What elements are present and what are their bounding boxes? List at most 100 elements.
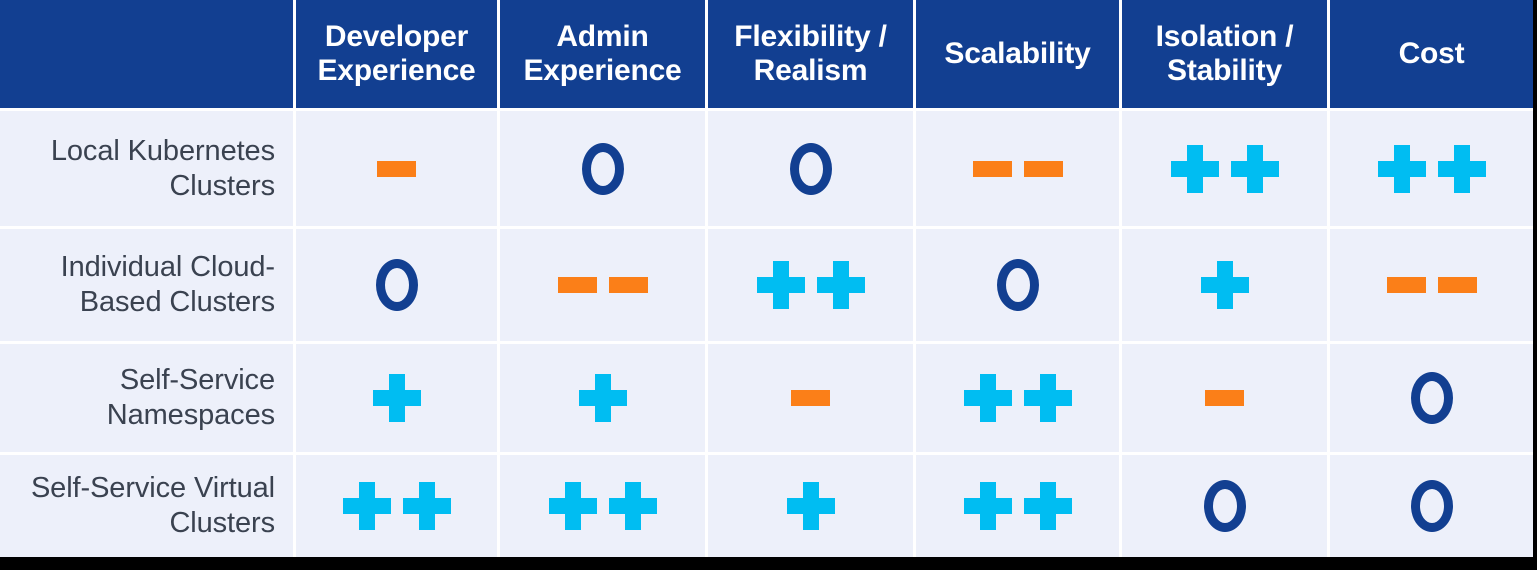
rating-glyph-group <box>500 344 705 452</box>
column-header-developer-experience: Developer Experience <box>296 0 500 108</box>
plus-icon <box>964 482 1012 530</box>
rating-cell-self-service-virtual-clusters-developer-experience <box>296 452 500 557</box>
plus-icon <box>549 482 597 530</box>
circle-icon <box>1203 480 1246 532</box>
rating-cell-self-service-namespaces-flexibility-realism <box>708 341 916 452</box>
circle-icon <box>581 142 624 195</box>
rating-glyph-group <box>296 344 497 452</box>
bottom-border-band <box>0 557 1537 570</box>
row-label-self-service-namespaces: Self-Service Namespaces <box>0 341 296 452</box>
rating-cell-local-kubernetes-clusters-cost <box>1330 108 1533 226</box>
column-header-scalability: Scalability <box>916 0 1122 108</box>
rating-glyph-group <box>500 455 705 557</box>
plus-icon <box>1231 145 1279 193</box>
table-row: Self-Service Namespaces <box>0 341 1533 452</box>
rating-glyph-group <box>296 229 497 341</box>
rating-cell-self-service-namespaces-admin-experience <box>500 341 708 452</box>
plus-icon <box>579 374 627 422</box>
circle-icon <box>996 259 1039 311</box>
row-label-self-service-virtual-clusters: Self-Service Virtual Clusters <box>0 452 296 557</box>
rating-glyph-group <box>1122 344 1327 452</box>
rating-cell-local-kubernetes-clusters-scalability <box>916 108 1122 226</box>
circle-icon <box>375 259 418 311</box>
table-row: Individual Cloud-Based Clusters <box>0 226 1533 341</box>
rating-cell-self-service-virtual-clusters-admin-experience <box>500 452 708 557</box>
plus-icon <box>787 482 835 530</box>
rating-glyph-group <box>708 455 913 557</box>
rating-glyph-group <box>708 111 913 226</box>
header-corner-cell <box>0 0 296 108</box>
rating-cell-local-kubernetes-clusters-developer-experience <box>296 108 500 226</box>
rating-cell-self-service-namespaces-cost <box>1330 341 1533 452</box>
plus-icon <box>1024 482 1072 530</box>
minus-icon <box>972 160 1012 177</box>
row-label-individual-cloud-based-clusters: Individual Cloud-Based Clusters <box>0 226 296 341</box>
table-row: Local Kubernetes Clusters <box>0 108 1533 226</box>
minus-icon <box>557 277 597 293</box>
rating-cell-local-kubernetes-clusters-isolation-stability <box>1122 108 1330 226</box>
rating-glyph-group <box>1122 111 1327 226</box>
rating-glyph-group <box>708 229 913 341</box>
rating-glyph-group <box>916 455 1119 557</box>
rating-glyph-group <box>296 111 497 226</box>
minus-icon <box>377 160 416 177</box>
plus-icon <box>1378 145 1426 193</box>
plus-icon <box>609 482 657 530</box>
rating-cell-self-service-virtual-clusters-cost <box>1330 452 1533 557</box>
header-row: Developer Experience Admin Experience Fl… <box>0 0 1533 108</box>
plus-icon <box>1201 261 1249 309</box>
rating-cell-self-service-virtual-clusters-isolation-stability <box>1122 452 1330 557</box>
rating-glyph-group <box>1330 344 1533 452</box>
plus-icon <box>1438 145 1486 193</box>
minus-icon <box>1023 160 1063 177</box>
rating-glyph-group <box>1122 455 1327 557</box>
circle-icon <box>1410 480 1453 532</box>
plus-icon <box>403 482 451 530</box>
rating-cell-individual-cloud-based-clusters-scalability <box>916 226 1122 341</box>
rating-cell-self-service-namespaces-scalability <box>916 341 1122 452</box>
rating-cell-self-service-namespaces-isolation-stability <box>1122 341 1330 452</box>
rating-cell-self-service-virtual-clusters-scalability <box>916 452 1122 557</box>
plus-icon <box>1171 145 1219 193</box>
plus-icon <box>964 374 1012 422</box>
column-header-isolation-stability: Isolation / Stability <box>1122 0 1330 108</box>
plus-icon <box>343 482 391 530</box>
rating-cell-individual-cloud-based-clusters-flexibility-realism <box>708 226 916 341</box>
rating-glyph-group <box>1122 229 1327 341</box>
right-border-band <box>1533 0 1537 570</box>
rating-glyph-group <box>916 111 1119 226</box>
rating-glyph-group <box>708 344 913 452</box>
row-label-local-kubernetes-clusters: Local Kubernetes Clusters <box>0 108 296 226</box>
rating-glyph-group <box>1330 111 1533 226</box>
plus-icon <box>1024 374 1072 422</box>
rating-cell-individual-cloud-based-clusters-cost <box>1330 226 1533 341</box>
minus-icon <box>1386 277 1426 293</box>
rating-cell-self-service-namespaces-developer-experience <box>296 341 500 452</box>
minus-icon <box>1437 277 1477 293</box>
rating-glyph-group <box>916 344 1119 452</box>
rating-cell-local-kubernetes-clusters-admin-experience <box>500 108 708 226</box>
rating-glyph-group <box>296 455 497 557</box>
rating-cell-local-kubernetes-clusters-flexibility-realism <box>708 108 916 226</box>
comparison-table: Developer Experience Admin Experience Fl… <box>0 0 1533 557</box>
rating-cell-self-service-virtual-clusters-flexibility-realism <box>708 452 916 557</box>
plus-icon <box>817 261 865 309</box>
circle-icon <box>789 142 832 195</box>
column-header-cost: Cost <box>1330 0 1533 108</box>
rating-glyph-group <box>1330 455 1533 557</box>
table-row: Self-Service Virtual Clusters <box>0 452 1533 557</box>
minus-icon <box>608 277 648 293</box>
table-header: Developer Experience Admin Experience Fl… <box>0 0 1533 108</box>
rating-cell-individual-cloud-based-clusters-developer-experience <box>296 226 500 341</box>
plus-icon <box>373 374 421 422</box>
minus-icon <box>791 390 830 406</box>
column-header-admin-experience: Admin Experience <box>500 0 708 108</box>
plus-icon <box>757 261 805 309</box>
rating-glyph-group <box>500 229 705 341</box>
rating-cell-individual-cloud-based-clusters-isolation-stability <box>1122 226 1330 341</box>
rating-cell-individual-cloud-based-clusters-admin-experience <box>500 226 708 341</box>
circle-icon <box>1410 372 1453 424</box>
rating-glyph-group <box>500 111 705 226</box>
